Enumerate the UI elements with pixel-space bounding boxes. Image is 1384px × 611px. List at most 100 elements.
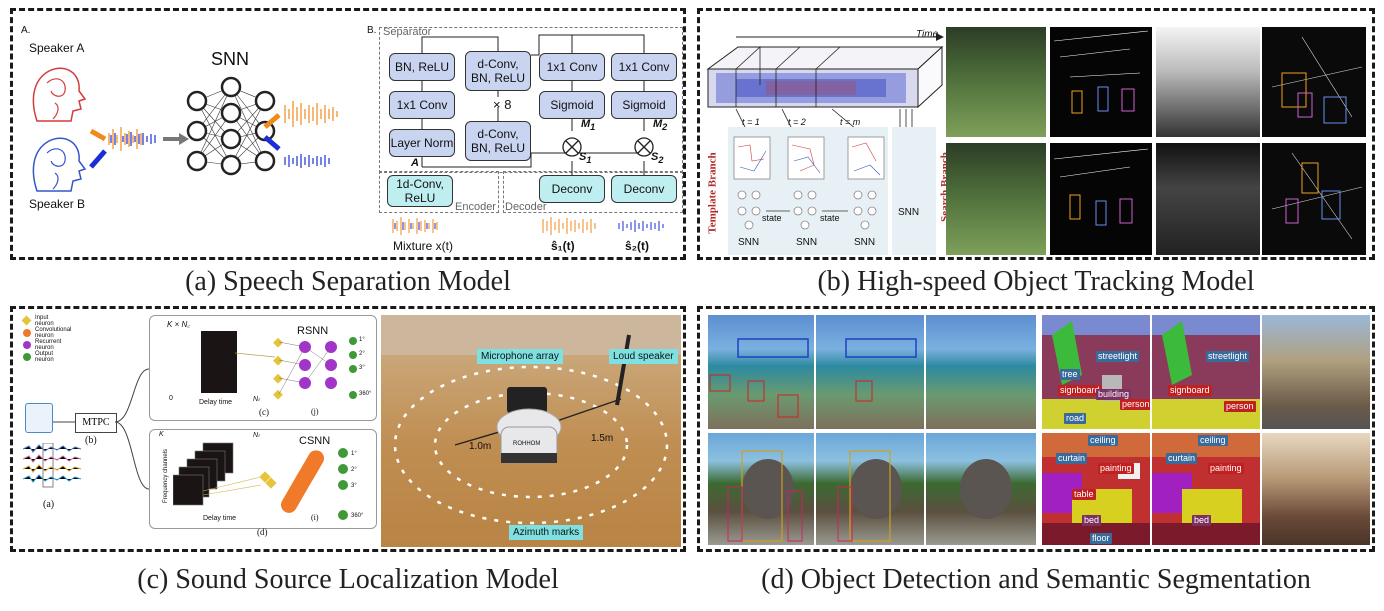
seg-tag-streetlight-2: streetlight [1206,351,1250,362]
detection-elephant-2 [816,433,924,545]
caption-a: (a) Speech Separation Model [185,266,511,297]
label-d-c: (d) [257,527,268,537]
tracking-events-3 [1050,143,1152,255]
rsnn-zero: 0 [169,395,173,402]
mixture-waveform-icon [89,127,189,169]
mask-m1: M1 [581,118,596,133]
elephant-scene-icon [960,459,1012,519]
encoder-frame [379,171,499,213]
ship-boxes-2-icon [845,338,917,402]
separator-connectors-icon [421,34,654,187]
input-neuron-icon [21,315,32,326]
conv-neuron-icon [23,329,31,337]
seg-street-1-icon [1042,315,1150,429]
mtpc-box: MTPC [75,413,117,433]
rsnn-out-2: 2° [359,351,365,357]
csnn-out-1: 1° [351,451,357,457]
seg-street-2: streetlight signboard person [1152,315,1260,429]
separator-frame [379,27,683,173]
snn-label-1: SNN [738,237,760,248]
rsnn-network-icon [235,337,357,400]
deconv-block-1: Deconv [539,175,605,203]
template-frames-icon [733,136,885,230]
label-b-c: (b) [85,435,97,446]
separated-waveforms-icon [263,101,338,168]
mixture-label: Mixture x(t) [393,239,453,253]
robot-photo: 1.0m 1.5m ROHHOM Microphone array Loud s… [381,315,681,547]
conv-1x1-block-c: 1x1 Conv [611,53,677,81]
room-tag-painting-2: painting [1208,463,1244,474]
seg-room-2-icon [1152,433,1260,545]
seg-tag-signboard-2: signboard [1168,385,1212,396]
speaker-a-label: Speaker A [29,41,85,55]
csnn-out-2: 2° [351,467,357,473]
sigmoid-block-1: Sigmoid [539,91,605,119]
detection-elephant-3 [926,433,1036,545]
tracking-photo-3 [946,143,1046,255]
separator-label: Separator [383,26,432,38]
state-label-2: state [820,213,840,223]
room-tag-floor: floor [1090,533,1112,544]
label-j-c: (j) [311,407,319,416]
mtpc-branch-icon [53,368,150,490]
time-axis-label: Time [916,29,939,40]
detection-ship-3 [926,315,1036,429]
seg-room-2: ceiling curtain painting bed [1152,433,1260,545]
panel-detection-segmentation: tree streetlight signboard building pers… [697,306,1375,552]
state-label-1: state [762,213,782,223]
speaker-a-head-icon [32,67,87,122]
label-c-c: (c) [259,407,269,417]
speaker-b-label: Speaker B [29,197,86,211]
legend-input: Input neuron [35,315,54,327]
rsnn-title: RSNN [297,325,329,337]
output-neuron-icon [23,353,31,361]
rsnn-k-nc: K × N꜀ [167,320,190,329]
rsnn-card [149,315,377,421]
snn-network-icon [186,76,276,176]
tracking-photo-4 [1156,143,1260,255]
conv1d-block: 1d-Conv, ReLU [387,175,453,207]
tracking-boxes-2-icon [1271,36,1363,124]
mic-array-icon [25,403,53,433]
rsnn-nt: Nₜ [253,396,261,403]
robot-scene-icon [381,315,681,525]
panel-sound-localization: Input neuron Convolutional neuron Recurr… [10,306,686,552]
recurrent-neuron-icon [23,341,31,349]
speaker-b-head-icon [32,137,87,192]
encoder-output-a: A [411,157,419,169]
azimuth-label: Azimuth marks [509,525,584,540]
rsnn-spectrogram [201,331,237,393]
label-a: A. [21,25,31,36]
tm-label: t = m [840,117,861,127]
seg-tag-streetlight: streetlight [1096,351,1140,362]
elephant-boxes-2-icon [837,450,902,542]
caption-c: (c) Sound Source Localization Model [137,564,559,595]
room-tag-table: table [1072,489,1096,500]
label-b: B. [367,25,377,36]
room-tag-curtain: curtain [1056,453,1088,464]
room-tag-painting: painting [1098,463,1134,474]
csnn-nt: Nₜ [253,432,261,439]
rsnn-out-3: 3° [359,365,365,371]
seg-tag-person-2: person [1224,401,1256,412]
tracking-boxes-1-icon [1053,30,1149,114]
detection-ship-1 [708,315,814,429]
signal-s2: S2 [651,151,664,166]
legend-conv: Convolutional neuron [35,327,72,339]
snn-label-2: SNN [796,237,818,248]
caption-d: (d) Object Detection and Semantic Segmen… [761,564,1311,595]
tracking-boxes-4-icon [1271,152,1363,240]
robot-brand: ROHHOM [513,441,541,447]
seg-street-photo [1262,315,1370,429]
tracking-events-2 [1262,27,1366,137]
csnn-k: K [159,431,164,438]
t2-label: t = 2 [788,117,806,127]
seg-tag-building: building [1096,389,1132,400]
caption-b: (b) High-speed Object Tracking Model [817,266,1255,297]
legend-output: Output neuron [35,351,54,363]
elephant-boxes-1-icon [727,450,803,542]
decoder-label: Decoder [505,201,547,213]
dconv-block-1: d-Conv, BN, ReLU [465,51,531,91]
template-branch-label: Template Branch [706,152,719,234]
bn-relu-block: BN, ReLU [389,53,455,81]
